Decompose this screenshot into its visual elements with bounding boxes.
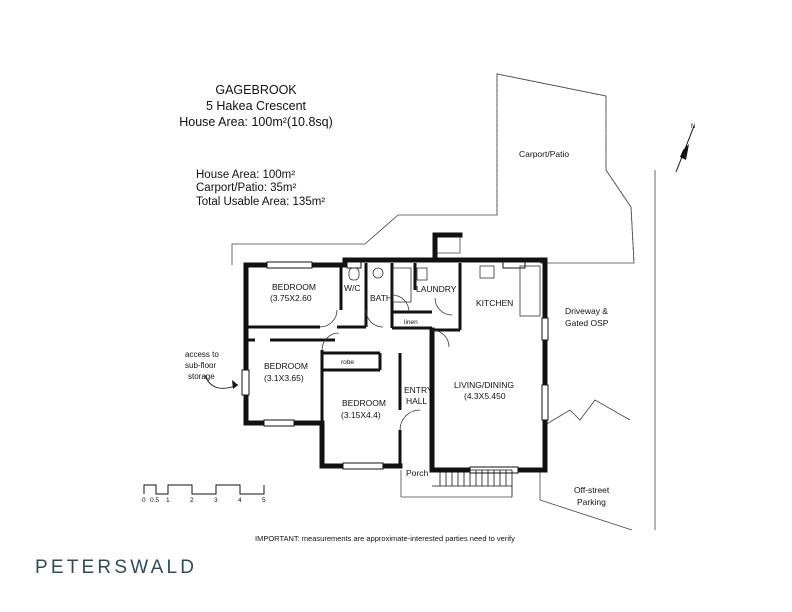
porch-label: Porch [406,468,428,478]
bedroom1-name: BEDROOM [272,282,316,292]
scale-labels: 0 0.5 1 2 3 4 5 [142,497,266,504]
bedroom3-size: (3.15X4.4) [341,410,381,420]
wc-label: W/C [344,283,361,293]
scale-tick-3: 3 [214,497,218,504]
robe-label: robe [341,359,354,366]
plan-title-house-area: House Area: 100m²(10.8sq) [179,115,333,129]
north-label: N [691,124,695,130]
access-label-1: access to [185,350,219,359]
bath-label: BATH [370,293,392,303]
scale-tick-4: 4 [238,497,242,504]
laundry-label: LAUNDRY [416,284,457,294]
entry-label: ENTRY [404,385,433,395]
bedroom2-size: (3.1X3.65) [264,373,304,383]
interior-walls [246,263,462,466]
bedroom2-name: BEDROOM [264,361,308,371]
house-area-text: House Area: 100m² [196,169,296,181]
scale-tick-0-5: 0.5 [150,497,159,504]
fixtures [348,265,541,317]
exterior-labels: Carport/Patio Driveway & Gated OSP Off-s… [185,149,610,507]
room-labels: BEDROOM (3.75X2.60 BEDROOM (3.1X3.65) BE… [264,282,514,478]
brand-logo: PETERSWALD [35,557,198,578]
scale-bar [143,484,265,495]
carport-outline [496,73,635,264]
scale-tick-2: 2 [190,497,194,504]
disclaimer-note: IMPORTANT: measurements are approximate-… [255,534,515,543]
offstreet-label-2: Parking [577,497,606,507]
living-dining-label: LIVING/DINING [454,380,514,390]
hall-label: HALL [406,396,428,406]
driveway-label-2: Gated OSP [565,318,609,328]
offstreet-label-1: Off-street [574,485,610,495]
carport-label: Carport/Patio [519,149,569,159]
driveway-label-1: Driveway & [565,306,608,316]
carport-area-text: Carport/Patio: 35m² [196,182,297,194]
living-dining-size: (4.3X5.450 [464,391,506,401]
exterior-walls [243,232,548,473]
total-area-text: Total Usable Area: 135m² [196,196,326,208]
bedroom3-name: BEDROOM [342,398,386,408]
plan-title-address: 5 Hakea Crescent [205,99,307,113]
access-arrowhead [232,380,238,389]
scale-tick-5: 5 [262,497,266,504]
access-label-3: storage [188,372,215,381]
kitchen-label: KITCHEN [476,298,513,308]
plan-title-suburb: GAGEBROOK [215,83,297,97]
porch-stairs [432,469,513,497]
scale-tick-0: 0 [142,497,146,504]
scale-tick-1: 1 [166,497,170,504]
north-arrow-icon: N [675,124,695,173]
door-swings [319,294,453,431]
linen-label: linen [404,319,418,326]
access-label-2: sub-floor [185,361,216,370]
bedroom1-size: (3.75X2.60 [270,293,312,303]
